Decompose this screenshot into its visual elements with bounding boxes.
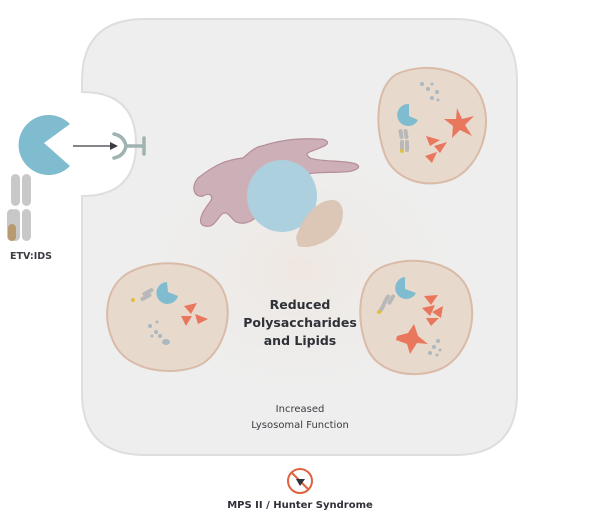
antibody-icon: [7, 174, 31, 241]
antibody-icon: [377, 294, 395, 314]
antibody-icon: [398, 129, 409, 153]
nucleus: [247, 160, 317, 232]
enzyme-pacman-icon: [18, 115, 70, 176]
substrate-star: [396, 324, 428, 354]
antibody-icon: [131, 288, 154, 302]
enzyme-pacman-icon: [397, 103, 418, 126]
lysosome-bottom-right: [359, 259, 474, 376]
center-subtitle-line-2: Lysosomal Function: [251, 420, 349, 431]
substrate-dots: [420, 82, 440, 102]
substrate-dots: [148, 320, 170, 345]
no-symbol-icon: [287, 468, 313, 494]
etv-ids-molecule: [7, 115, 70, 241]
receptor-icon: [112, 132, 146, 160]
substrate-triangles: [425, 136, 447, 163]
substrate-triangles: [181, 303, 208, 326]
arrow-icon: [73, 142, 118, 150]
substrate-dots: [428, 339, 442, 357]
center-title-line-2: Polysaccharides: [243, 315, 357, 330]
vesicle: [296, 199, 343, 248]
center-title-line-3: and Lipids: [263, 333, 337, 348]
substrate-triangles: [422, 295, 443, 326]
molecule-label: ETV:IDS: [10, 251, 52, 262]
enzyme-pacman-icon: [156, 282, 178, 304]
center-subtitle: Increased Lysosomal Function: [220, 402, 380, 434]
center-subtitle-line-1: Increased: [275, 404, 325, 415]
lysosome-top-right: [377, 66, 487, 185]
substrate-star: [444, 108, 474, 138]
disease-label: MPS II / Hunter Syndrome: [227, 500, 373, 511]
center-title-line-1: Reduced: [269, 297, 331, 312]
center-title: Reduced Polysaccharides and Lipids: [215, 296, 385, 350]
lysosome-bottom-left: [106, 262, 229, 372]
enzyme-pacman-icon: [395, 277, 416, 299]
